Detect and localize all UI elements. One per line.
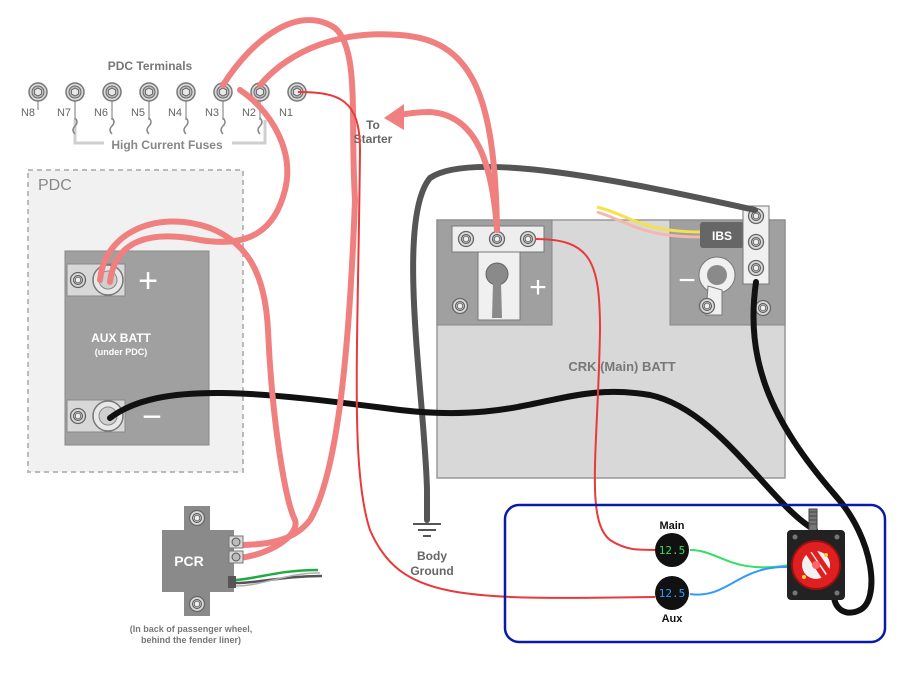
ibs-sensor-body bbox=[700, 222, 744, 248]
aux-battery-name: AUX BATT bbox=[91, 331, 151, 345]
main-voltmeter bbox=[655, 533, 689, 567]
starter-arrow bbox=[384, 104, 404, 130]
wire-aux-positive-a bbox=[107, 87, 291, 285]
ground-symbol bbox=[413, 518, 441, 537]
terminal-label-n2: N2 bbox=[242, 107, 256, 119]
pcr-note-line1: (In back of passenger wheel, bbox=[130, 624, 253, 634]
pdc-terminals-title: PDC Terminals bbox=[108, 59, 193, 73]
aux-meter-wire bbox=[689, 565, 801, 596]
ground-label-line2: Ground bbox=[410, 564, 453, 578]
aux-plus-sign: + bbox=[138, 262, 158, 300]
monitor-panel: Main 12.5 12.5 Aux bbox=[503, 503, 887, 644]
crk-minus-sign: − bbox=[678, 264, 696, 297]
terminal-label-n4: N4 bbox=[168, 107, 182, 119]
pdc-terminal-labels: N8 N7 N6 N5 N4 N3 N2 N1 bbox=[21, 107, 293, 119]
sense-wire-main bbox=[534, 238, 661, 551]
terminal-label-n1: N1 bbox=[279, 107, 293, 119]
terminal-label-n5: N5 bbox=[131, 107, 145, 119]
terminal-label-n6: N6 bbox=[94, 107, 108, 119]
aux-meter-label: Aux bbox=[662, 613, 684, 625]
ibs-sensor: IBS bbox=[700, 205, 770, 285]
starter-label-line2: Starter bbox=[354, 132, 393, 146]
pcr-relay: PCR (In back of passenger wheel, behind … bbox=[130, 506, 253, 645]
fuses-label: High Current Fuses bbox=[111, 138, 223, 152]
aux-voltmeter bbox=[655, 576, 689, 610]
aux-minus-sign: − bbox=[142, 398, 162, 436]
body-ground: Body Ground bbox=[410, 518, 454, 578]
crk-plus-sign: + bbox=[529, 271, 547, 304]
monitor-panel-border bbox=[503, 503, 887, 644]
pdc-box-label: PDC bbox=[38, 177, 72, 194]
main-meter-wire bbox=[689, 549, 791, 569]
body-ground-cable bbox=[410, 163, 758, 523]
terminal-label-n7: N7 bbox=[57, 107, 71, 119]
ground-label-line1: Body bbox=[417, 549, 447, 563]
fuse-symbols bbox=[72, 117, 263, 135]
pcr-note-line2: behind the fender liner) bbox=[141, 635, 241, 645]
wire-to-starter bbox=[397, 108, 500, 233]
aux-battery-note: (under PDC) bbox=[95, 347, 148, 357]
fuse-links bbox=[37, 101, 261, 120]
crk-battery-name: CRK (Main) BATT bbox=[568, 359, 675, 374]
aux-negative-cable bbox=[107, 389, 818, 533]
aux-battery: + AUX BATT (under PDC) − bbox=[64, 250, 210, 446]
wire-n2-to-crk-positive bbox=[257, 31, 500, 233]
ibs-sensor-wires bbox=[596, 205, 703, 239]
battery-switch[interactable] bbox=[787, 508, 845, 600]
pdc-terminal-bolts bbox=[28, 82, 307, 102]
crk-negative-cable bbox=[750, 279, 875, 616]
starter-label-line1: To bbox=[366, 118, 380, 132]
main-meter-label: Main bbox=[659, 520, 684, 532]
wire-n3-to-pcr bbox=[220, 17, 359, 548]
fuse-wires bbox=[97, 17, 500, 561]
terminal-label-n8: N8 bbox=[21, 107, 35, 119]
main-voltage-readout: 12.5 bbox=[659, 544, 686, 557]
terminal-label-n3: N3 bbox=[205, 107, 219, 119]
ibs-label: IBS bbox=[712, 229, 732, 243]
pcr-control-wires bbox=[235, 568, 323, 587]
crk-battery: + − CRK (Main) BATT bbox=[436, 219, 786, 479]
sense-wires bbox=[297, 91, 661, 599]
pcr-body bbox=[162, 530, 234, 592]
aux-voltage-readout: 12.5 bbox=[659, 587, 686, 600]
wire-aux-positive-b bbox=[97, 218, 299, 561]
fuses-label-bg bbox=[104, 136, 232, 152]
pcr-label: PCR bbox=[174, 553, 204, 569]
sense-wire-aux bbox=[297, 91, 656, 599]
pdc-terminal-strip: PDC Terminals High Current Fuses N8 N bbox=[21, 59, 307, 152]
